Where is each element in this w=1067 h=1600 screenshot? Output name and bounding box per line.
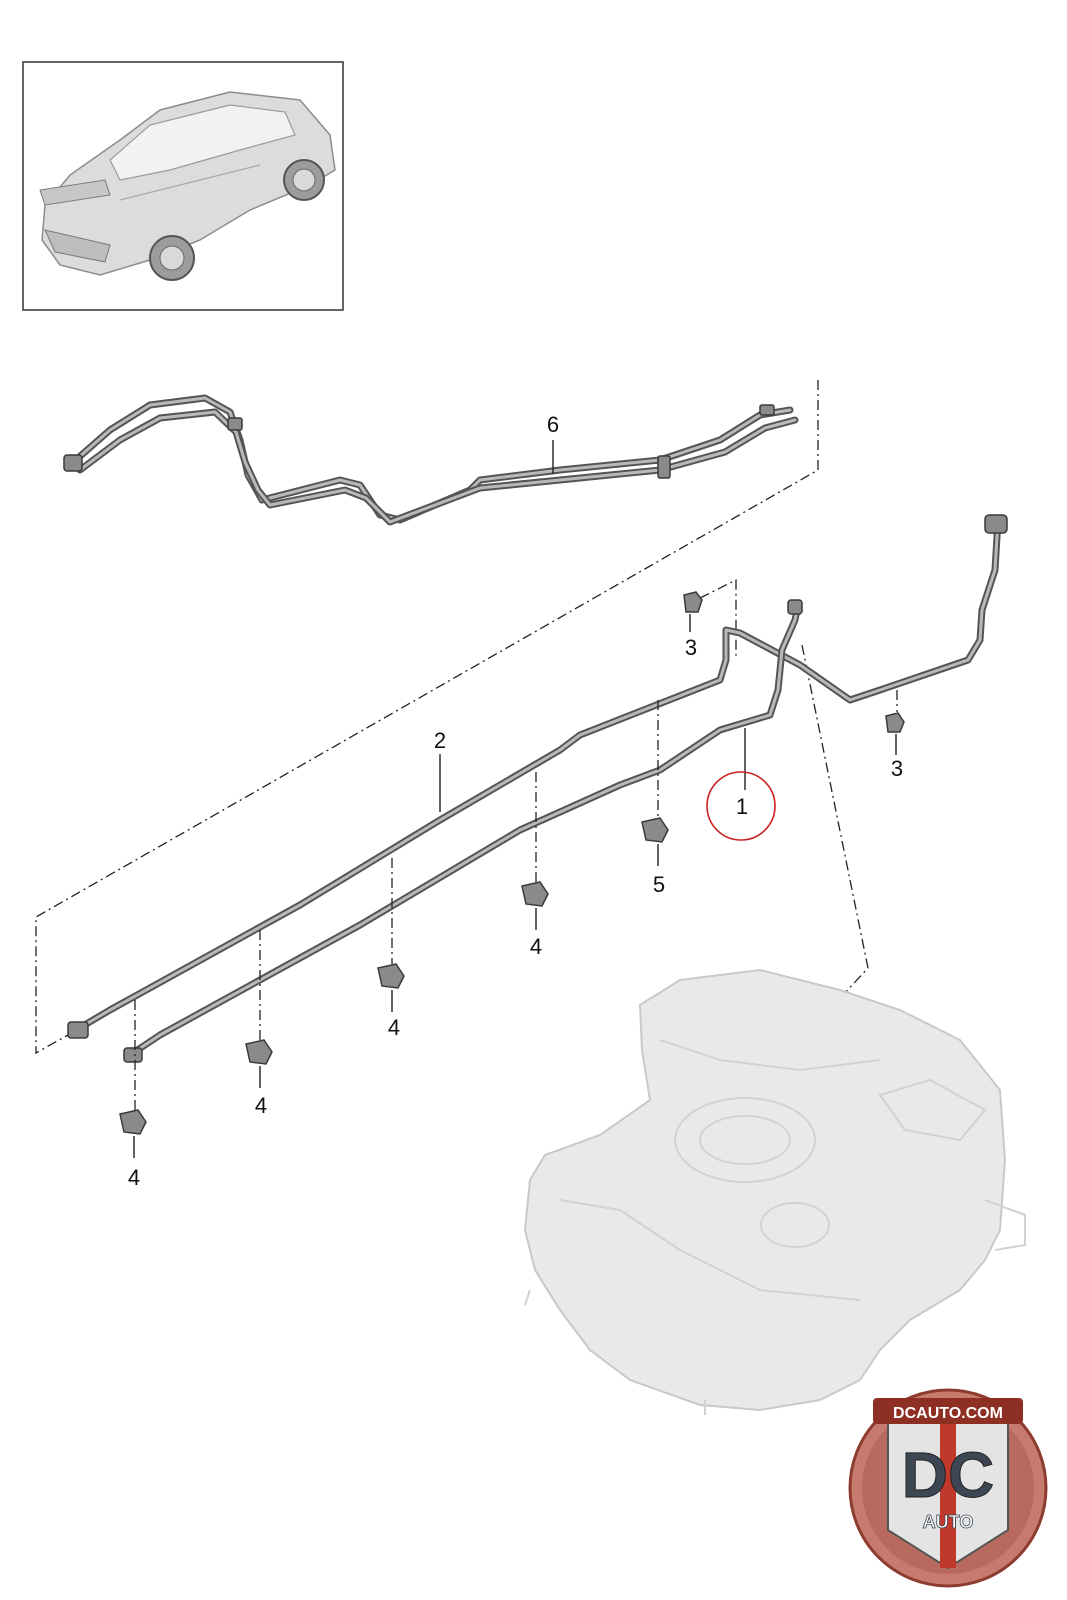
callout-3-lower: 3 [891,756,903,781]
clip-4-b [377,858,405,1012]
highlight-circle [706,771,776,841]
callout-5: 5 [653,872,665,897]
callout-4-c: 4 [255,1093,267,1118]
fuel-tank [523,968,1026,1415]
clip-4-a [521,772,549,930]
clip-3-lower [885,690,905,755]
assembly-outline-inner [699,578,737,657]
clip-3-upper [683,591,703,632]
callout-4-d: 4 [128,1165,140,1190]
clip-4-d [119,1000,147,1158]
callout-6: 6 [547,412,559,437]
callout-3-upper: 3 [685,635,697,660]
fuel-line-assembly-6 [63,394,799,526]
assembly-outline-upper [35,380,819,1055]
dcauto-logo: DCAUTO.COM DC AUTO [848,1388,1048,1588]
vehicle-thumbnail [22,61,344,311]
callout-1: 1 [736,794,748,819]
callout-4-b: 4 [388,1015,400,1040]
clip-4-c [245,930,273,1088]
callout-4-a: 4 [530,934,542,959]
logo-text-top: DCAUTO.COM [893,1405,1003,1422]
logo-text-main: DC [902,1439,994,1511]
car-illustration [39,91,336,281]
callout-2: 2 [434,728,446,753]
fuel-line-2 [67,514,1008,1039]
clip-5 [641,700,669,866]
logo-text-sub: AUTO [923,1512,974,1532]
fuel-line-1 [123,599,803,1063]
